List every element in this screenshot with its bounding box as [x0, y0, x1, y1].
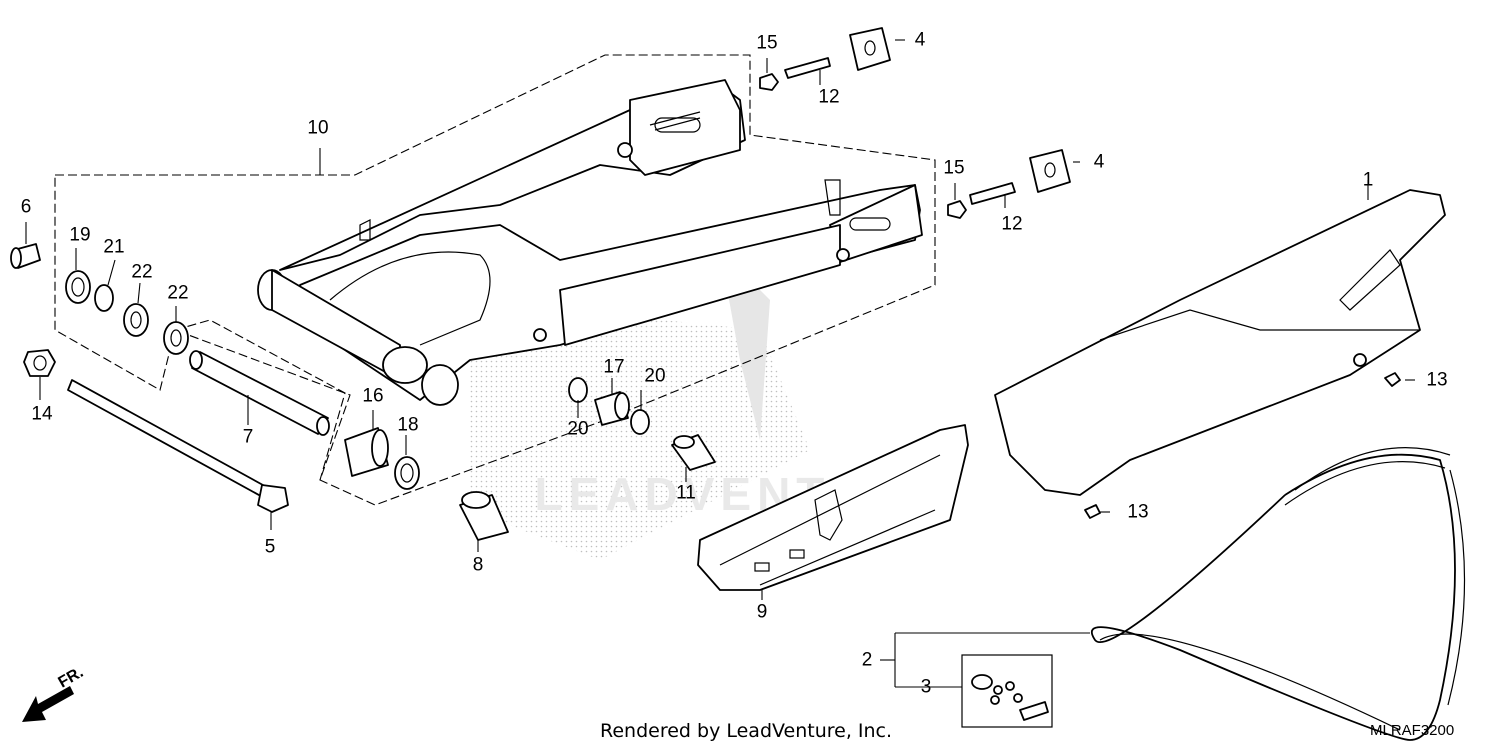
dust-seal-6[interactable]: [10, 243, 41, 269]
callout-7[interactable]: 7: [243, 427, 254, 448]
chain-slider[interactable]: [697, 424, 969, 591]
callout-17[interactable]: 17: [603, 357, 624, 378]
callout-13-upper[interactable]: 13: [1426, 370, 1447, 391]
callout-4-right[interactable]: 4: [1094, 152, 1105, 173]
callout-20-right[interactable]: 20: [644, 366, 665, 387]
callout-22-left[interactable]: 22: [131, 262, 152, 283]
callout-18[interactable]: 18: [397, 415, 418, 436]
diagram-code: MLRAF3200: [1370, 722, 1454, 739]
callout-2[interactable]: 2: [862, 650, 873, 671]
bearing-17[interactable]: [594, 391, 630, 426]
callout-8[interactable]: 8: [473, 555, 484, 576]
collar-11[interactable]: [671, 434, 716, 471]
rendered-by-text: Rendered by LeadVenture, Inc.: [600, 720, 892, 742]
seal-20b[interactable]: [630, 409, 650, 435]
svg-text:FR.: FR.: [56, 664, 87, 692]
plate-4-upper[interactable]: [849, 27, 891, 71]
callout-21[interactable]: 21: [103, 237, 124, 258]
bolt-13a[interactable]: [1384, 372, 1401, 387]
front-direction-marker: FR.: [22, 664, 86, 722]
callout-19[interactable]: 19: [69, 225, 90, 246]
pivot-collar[interactable]: [174, 319, 346, 481]
callout-12-right[interactable]: 12: [1001, 214, 1022, 235]
callout-9[interactable]: 9: [757, 602, 768, 623]
callout-1[interactable]: 1: [1363, 170, 1374, 191]
oil-seal-19[interactable]: [65, 270, 91, 304]
plate-4-right[interactable]: [1029, 149, 1071, 193]
bearing-22b[interactable]: [163, 321, 189, 355]
nut-15-right[interactable]: [947, 200, 967, 219]
callout-22-right[interactable]: 22: [167, 283, 188, 304]
leader-lines: [25, 39, 1415, 688]
callout-6[interactable]: 6: [21, 197, 32, 218]
collar-8[interactable]: [459, 491, 509, 541]
bolt-12-right[interactable]: [969, 182, 1016, 205]
callout-10[interactable]: 10: [307, 118, 328, 139]
bushing-16[interactable]: [344, 427, 389, 477]
callout-12-upper[interactable]: 12: [818, 87, 839, 108]
nut-14[interactable]: [23, 349, 56, 377]
seal-20a[interactable]: [568, 377, 588, 403]
bolt-13b[interactable]: [1084, 504, 1101, 519]
callout-16[interactable]: 16: [362, 386, 383, 407]
swingarm[interactable]: [257, 79, 923, 406]
chain-joint-kit[interactable]: [961, 654, 1053, 728]
callout-4-upper[interactable]: 4: [915, 30, 926, 51]
callout-5[interactable]: 5: [265, 537, 276, 558]
nut-15-upper[interactable]: [759, 73, 779, 91]
callout-15-upper[interactable]: 15: [756, 33, 777, 54]
chain-guard[interactable]: [994, 180, 1446, 496]
callout-3[interactable]: 3: [921, 677, 932, 698]
bearing-22a[interactable]: [123, 303, 149, 337]
callout-20-left[interactable]: 20: [567, 419, 588, 440]
callout-15-right[interactable]: 15: [943, 158, 964, 179]
callout-14[interactable]: 14: [31, 404, 53, 425]
snap-ring-21[interactable]: [94, 284, 114, 312]
callout-labels: 1 2 3 4 4 5 6 7 8 9 10 11 12 12 13 13 14…: [21, 30, 1448, 698]
pivot-bolt[interactable]: [67, 379, 289, 530]
callout-13-lower[interactable]: 13: [1127, 502, 1148, 523]
bolt-12-upper[interactable]: [784, 57, 831, 79]
drive-chain[interactable]: [1090, 447, 1466, 741]
seal-18[interactable]: [394, 456, 420, 490]
front-direction-arrow-icon: [22, 686, 74, 722]
callout-11[interactable]: 11: [676, 483, 696, 504]
